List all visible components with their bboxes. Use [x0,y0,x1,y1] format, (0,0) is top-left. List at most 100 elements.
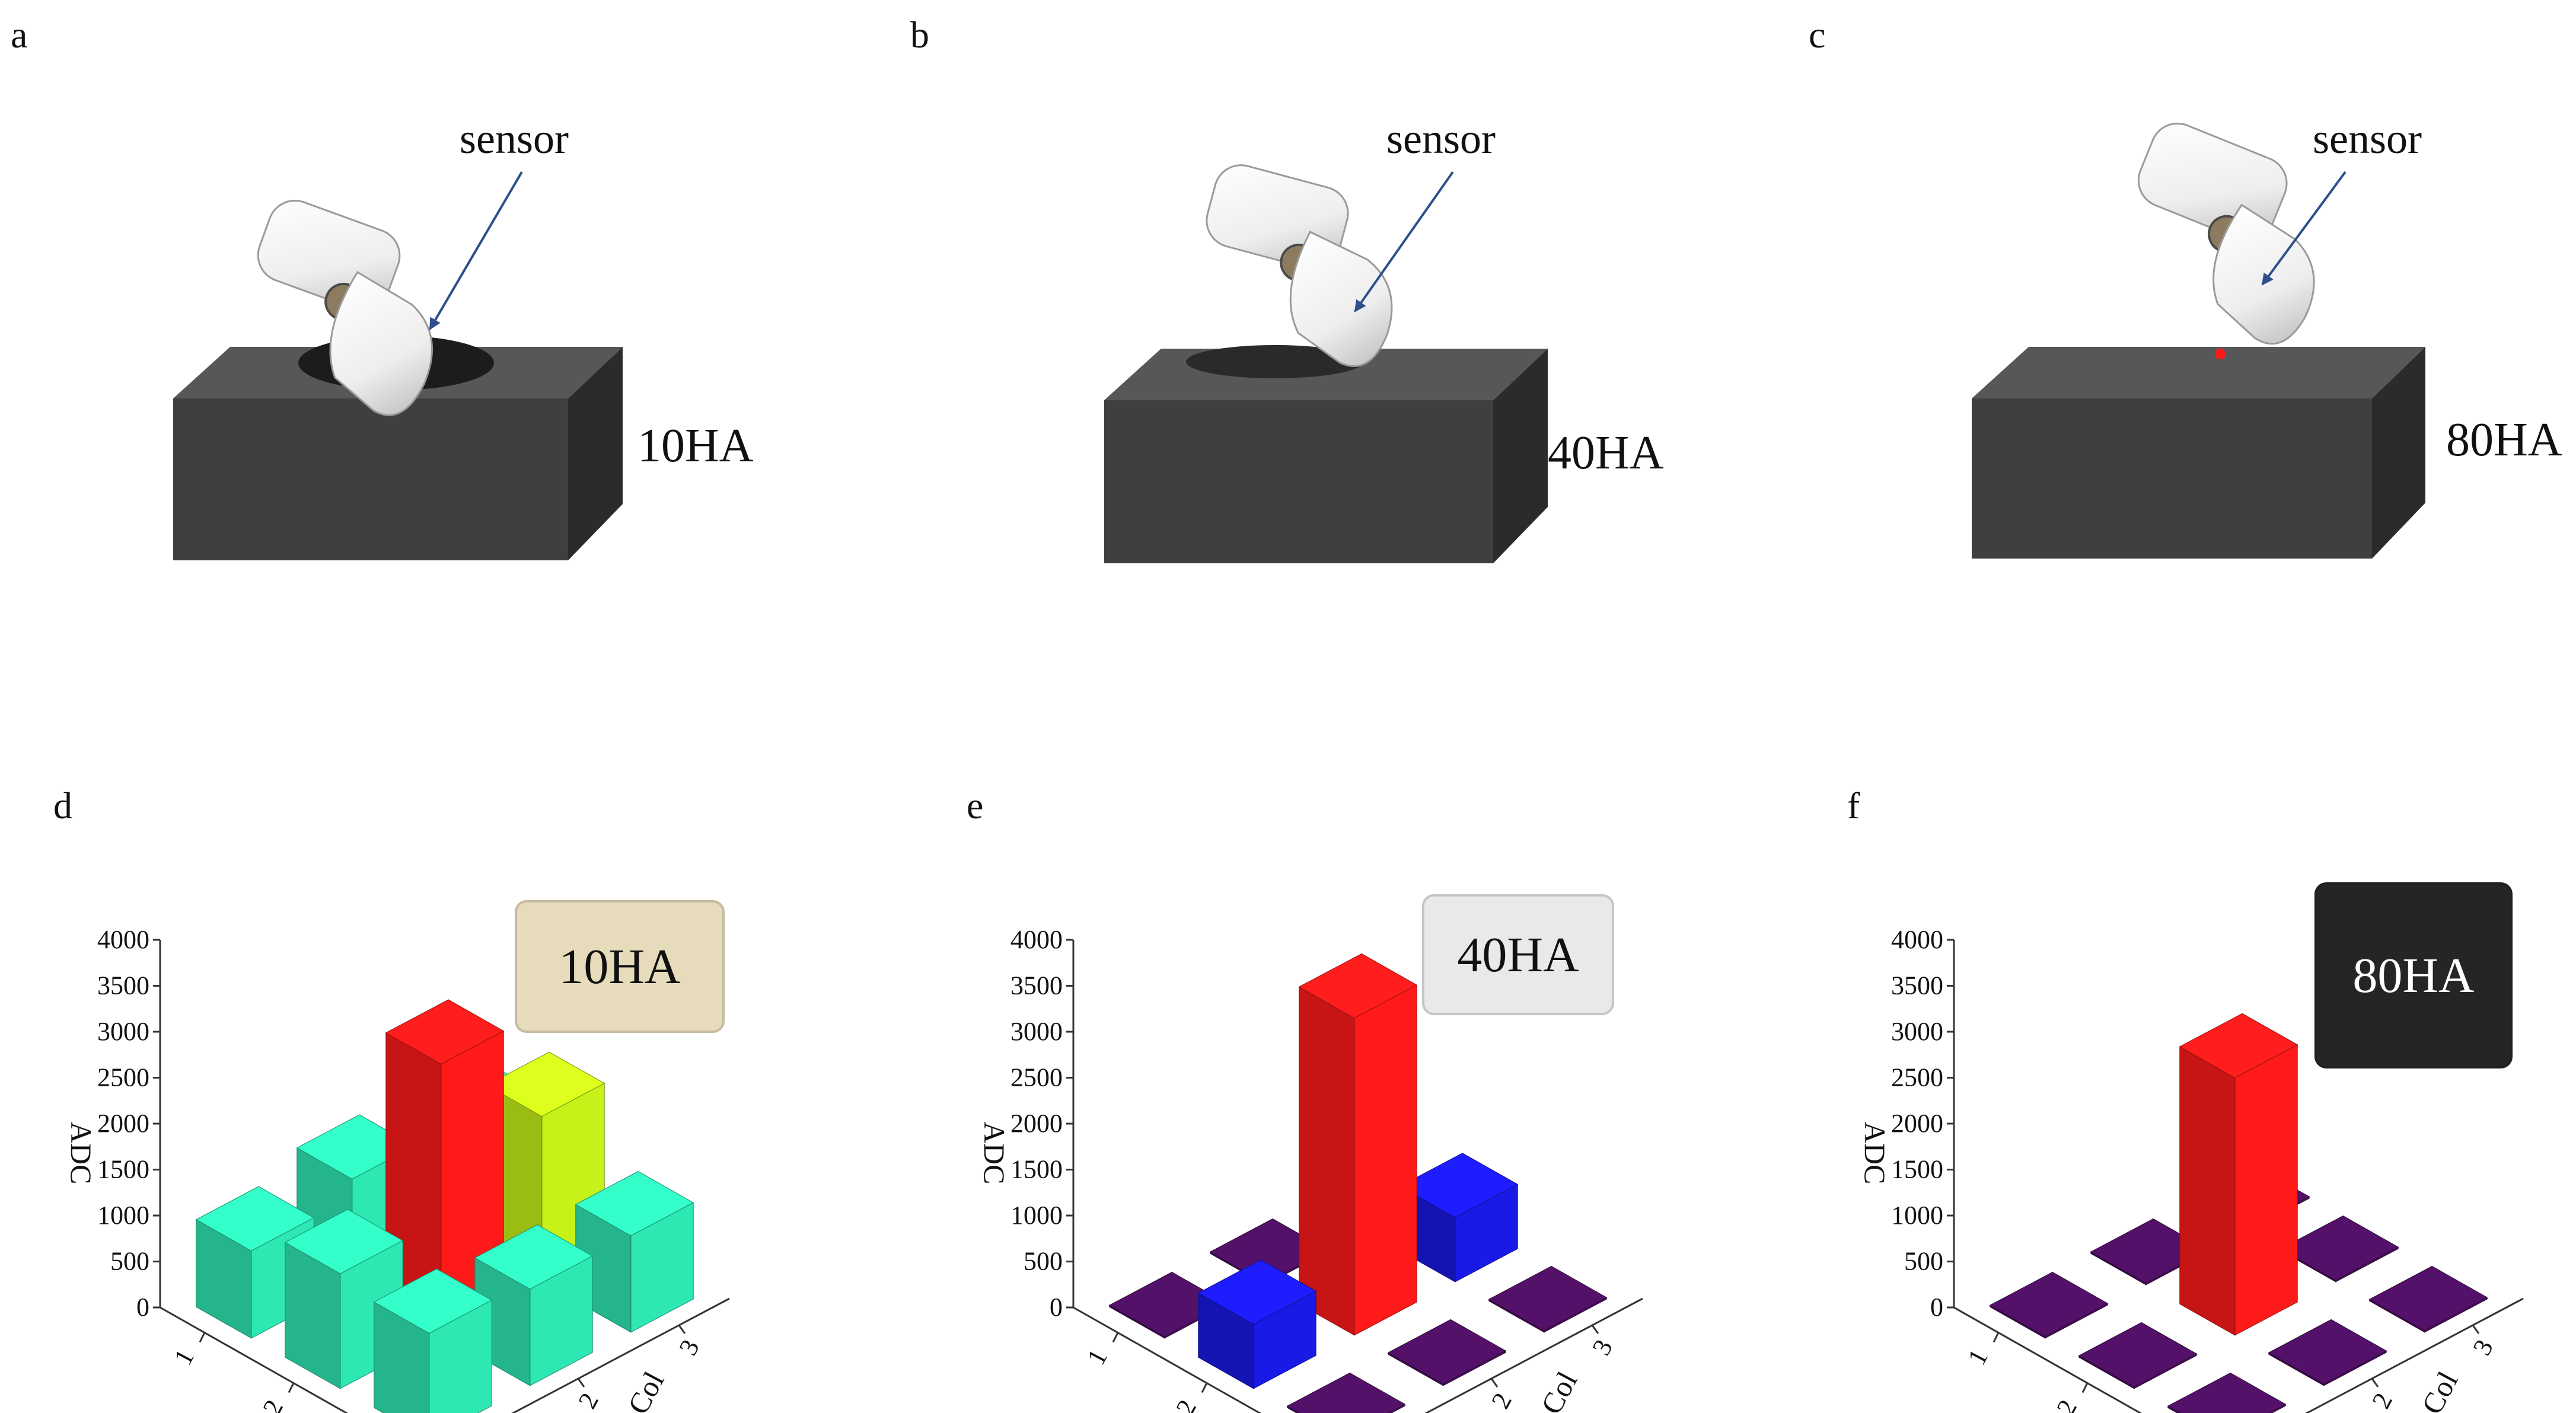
bar-row1-col1 [1989,1271,2109,1339]
bar-row2-col1 [2078,1322,2198,1389]
y-tick-label: 500 [110,1247,149,1276]
bar-front-face [2234,1044,2298,1336]
bar-row3-col2 [1387,1319,1507,1386]
panel-label: e [967,784,983,827]
bar-front-face [1354,984,1417,1336]
row-tick-mark [288,1382,295,1393]
col-tick-label: 2 [2366,1388,2398,1413]
panel-label: f [1847,784,1860,827]
rubber-block [1104,345,1548,563]
y-tick-label: 2500 [1010,1063,1063,1092]
y-tick-label: 4000 [97,925,149,954]
y-tick-label: 2000 [1891,1109,1943,1138]
y-tick-label: 4000 [1010,925,1063,954]
bar-row3-col3 [575,1170,694,1333]
y-tick-label: 3500 [97,971,149,1000]
bar-top-face [2268,1319,2387,1385]
sample-photo-inset: 40HA [1422,894,1614,1015]
bar-side-face [2179,1046,2236,1336]
y-tick-label: 3500 [1010,971,1063,1000]
bar-top-face [2279,1215,2399,1281]
indentation-hole [1186,345,1364,378]
bar-row3-col2 [2268,1319,2387,1386]
bar-row3-col3 [2368,1265,2488,1333]
row-tick-label: 1 [1081,1344,1113,1369]
block-right-face [568,347,623,560]
y-axis-title: ADC [65,1122,98,1185]
panel-b-indentation-scene: b sensor 40HA [910,14,1664,563]
chart-panel-f: f05001000150020002500300035004000ADC123R… [1847,784,2524,1413]
bar-top-face [1197,1259,1317,1325]
panel-label: d [53,784,72,827]
row-tick-mark [1201,1382,1208,1393]
bar-top-face [2167,1372,2287,1413]
bar-top-face [195,1186,315,1252]
col-tick-label: 3 [673,1335,705,1360]
bar-row2-col1 [284,1208,404,1389]
bar-top-face [1298,953,1418,1019]
sample-photo-inset: 10HA [515,900,725,1033]
robot-finger [1206,164,1393,368]
y-tick-label: 1500 [1010,1155,1063,1184]
bar-top-face [1488,1265,1608,1331]
sensor-arrow [2261,171,2347,286]
y-tick-label: 2000 [1010,1109,1063,1138]
y-tick-label: 2000 [97,1109,149,1138]
sensor-label: sensor [1386,115,1496,162]
col-axis-title: Col [1534,1366,1583,1413]
bar-row2-col2 [2179,1013,2298,1336]
rubber-block [173,336,623,560]
bar-row3-col1 [2167,1372,2287,1413]
y-tick-label: 2500 [97,1063,149,1092]
y-tick-label: 3000 [1891,1017,1943,1046]
y-tick-label: 2500 [1891,1063,1943,1092]
bar-top-face [1387,1319,1507,1385]
bar-top-face [2078,1322,2198,1388]
col-tick-mark [678,1325,686,1334]
y-tick-label: 3000 [1010,1017,1063,1046]
y-tick-label: 1500 [97,1155,149,1184]
bar-top-face [1989,1271,2109,1337]
y-tick-label: 1000 [97,1201,149,1230]
row-tick-mark [199,1332,206,1343]
bar-row2-col3 [1399,1153,1519,1283]
col-tick-label: 3 [2467,1335,2499,1360]
row-tick-mark [2081,1382,2089,1393]
block-right-face [2372,347,2425,559]
col-tick-label: 3 [1586,1335,1618,1360]
sample-label: 10HA [559,939,681,994]
block-front-face [173,398,568,560]
sensor-label: sensor [2313,115,2422,162]
bar-row2-col1 [1197,1259,1317,1389]
bar-top-face [486,1051,605,1117]
sample-label: 80HA [2352,948,2475,1003]
bar-row3-col2 [474,1224,594,1386]
bar-top-face [2179,1013,2298,1079]
col-tick-mark [2371,1378,2379,1388]
block-front-face [1104,400,1493,563]
sensor-arrow [429,171,523,330]
robot-finger [257,199,433,416]
bar-top-face [373,1268,493,1334]
row-tick-label: 1 [168,1344,200,1369]
y-tick-label: 500 [1904,1247,1943,1276]
row-tick-mark [1112,1332,1119,1343]
y-tick-label: 0 [136,1293,149,1322]
bar-side-face [1299,986,1355,1336]
sample-photo-inset: 80HA [2314,882,2513,1068]
y-tick-label: 0 [1050,1293,1063,1322]
col-tick-mark [577,1378,585,1388]
y-tick-label: 4000 [1891,925,1943,954]
bar-row2-col3 [2279,1215,2399,1283]
sensor-arrow [1354,171,1454,312]
rubber-block [1972,347,2425,559]
panel-label: b [910,14,929,56]
y-axis-title: ADC [1858,1122,1892,1185]
hardness-label: 80HA [2446,414,2562,466]
sample-photo [515,900,725,1033]
row-tick-label: 1 [1962,1344,1994,1369]
col-tick-mark [1490,1378,1499,1388]
y-tick-label: 3500 [1891,971,1943,1000]
bar-top-face [1399,1153,1519,1218]
y-tick-label: 1000 [1010,1201,1063,1230]
